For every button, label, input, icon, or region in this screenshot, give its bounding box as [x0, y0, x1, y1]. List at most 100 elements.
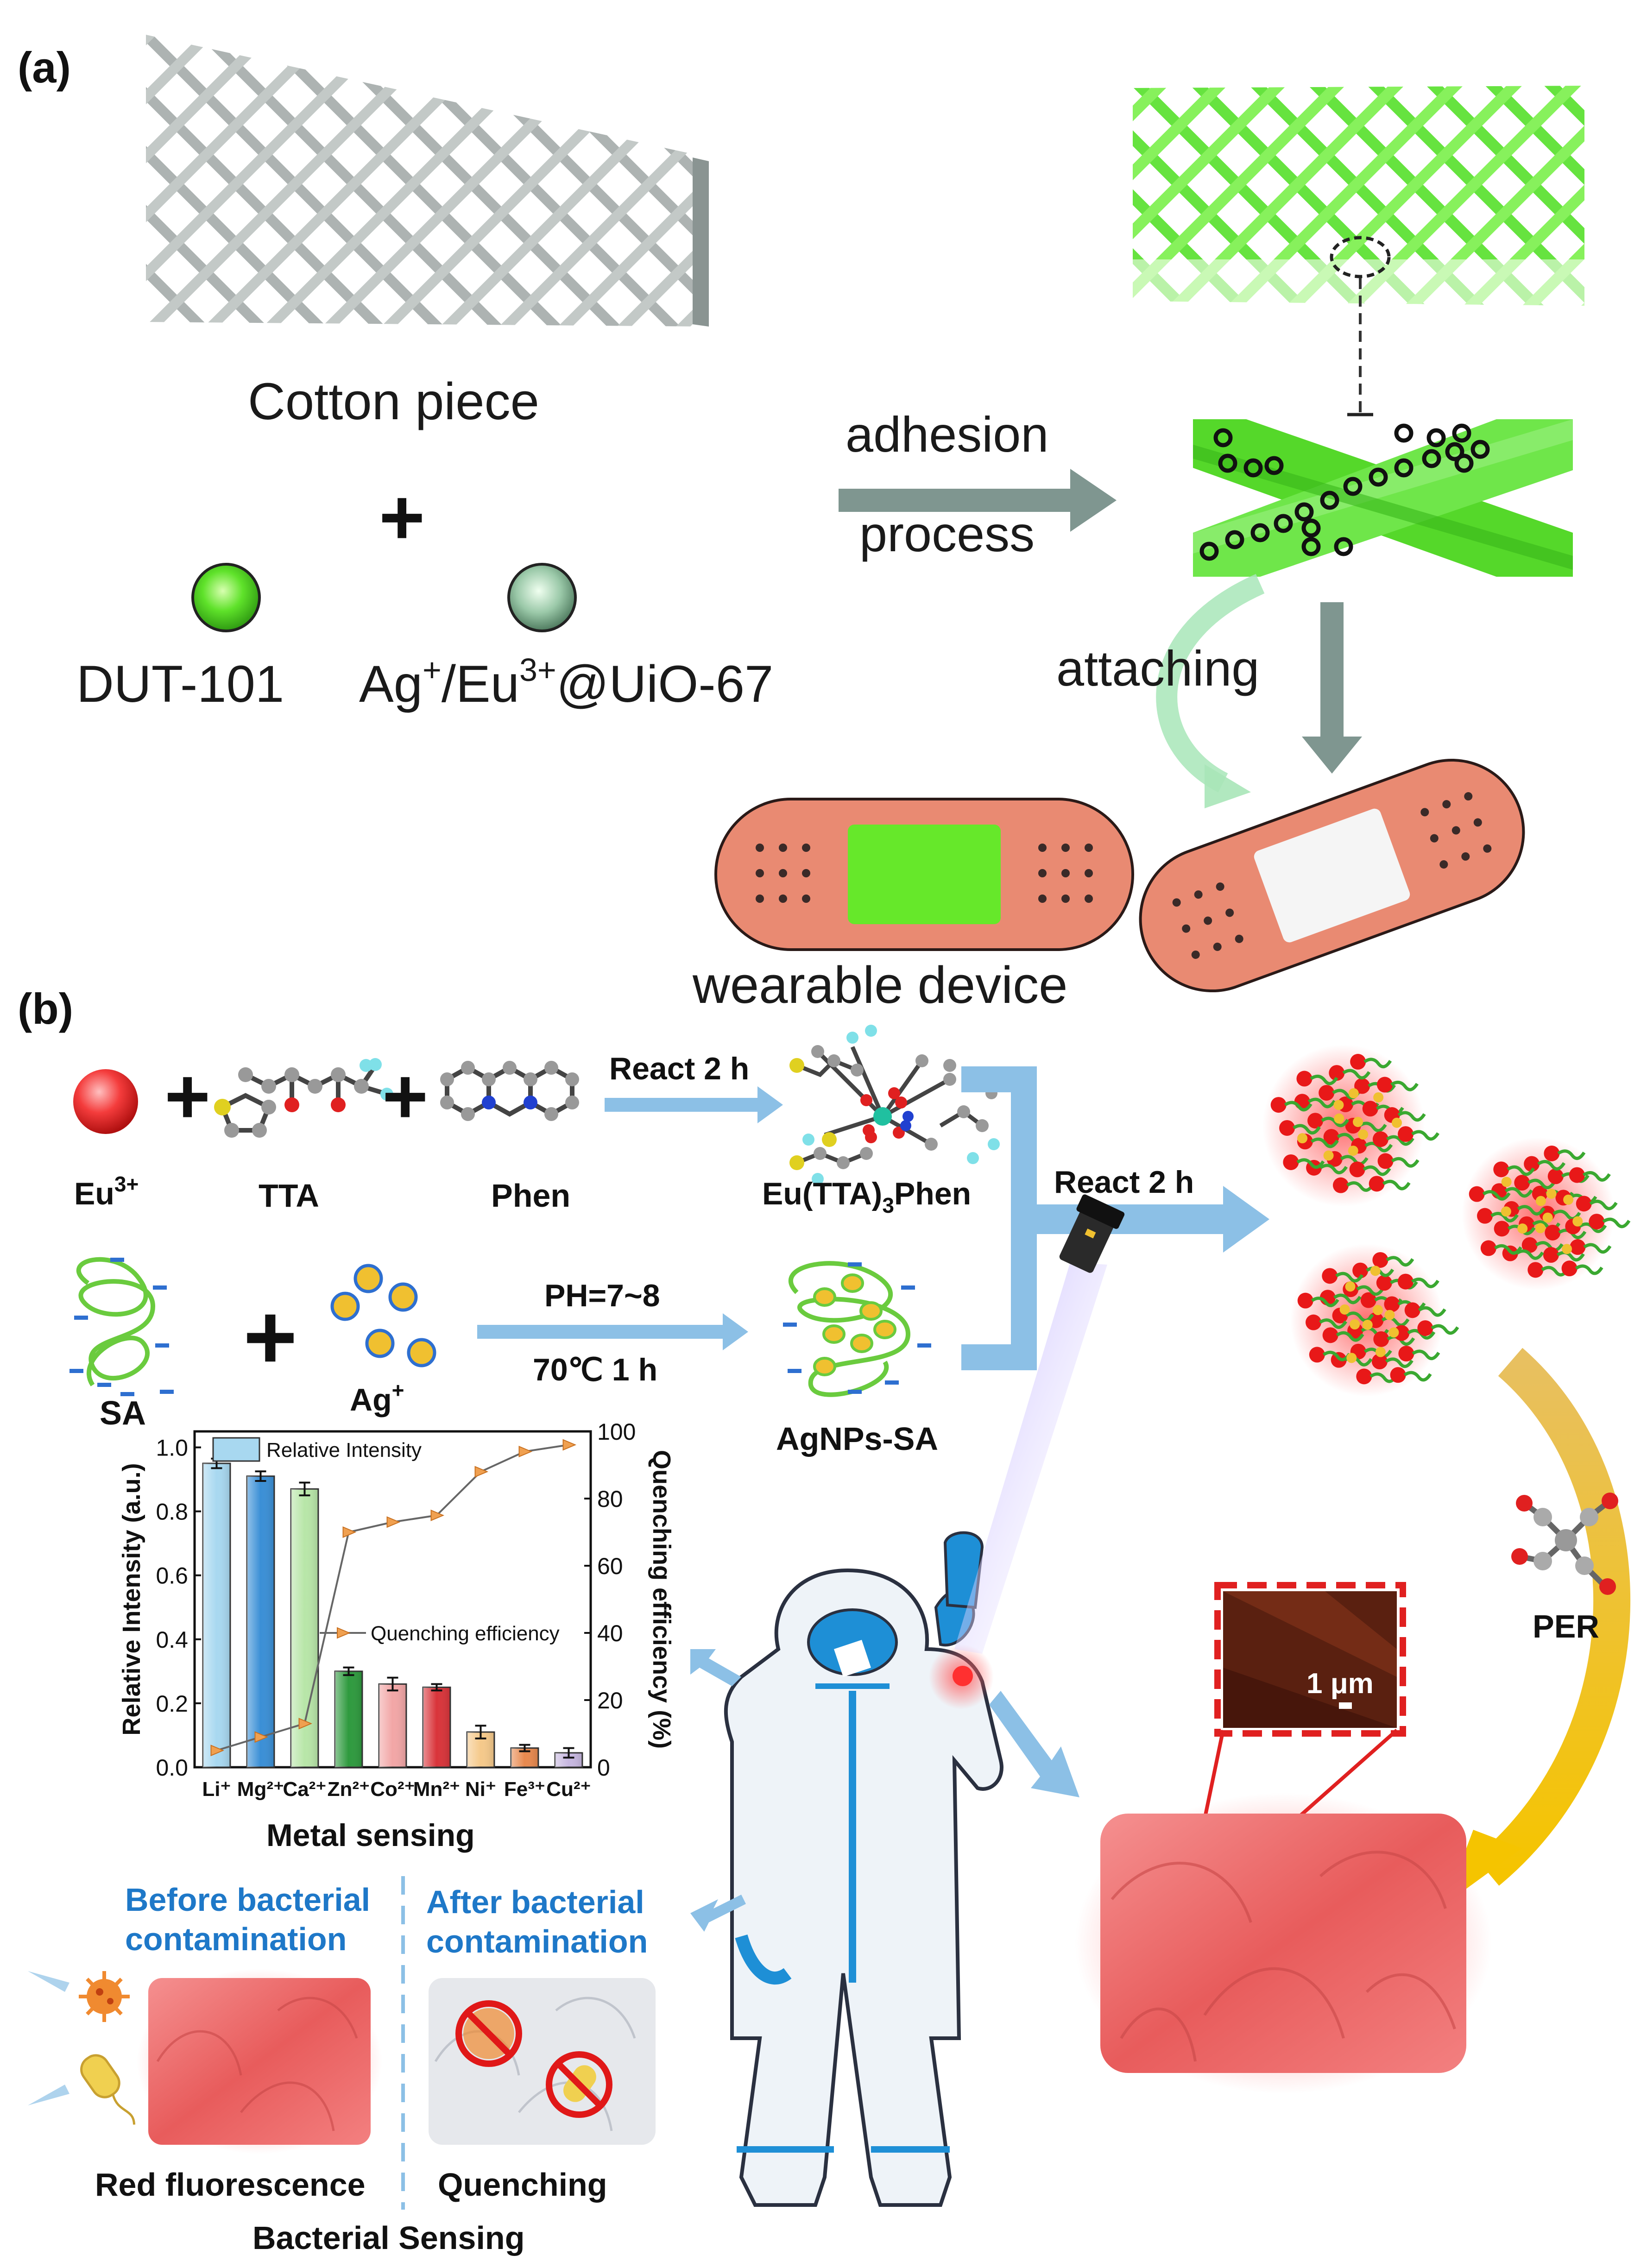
- eu-complex-dot: [1362, 1101, 1378, 1117]
- eu-complex-dot: [1417, 1320, 1433, 1336]
- polymer-chain: [1346, 1181, 1375, 1192]
- merge-bracket: [961, 1066, 1037, 1370]
- zoom-circle: [1330, 236, 1391, 278]
- dut101-label: DUT-101: [76, 655, 284, 713]
- scale-bar-label: 1 μm: [1306, 1668, 1374, 1700]
- category-label: Co²⁺: [370, 1778, 415, 1801]
- y2-tick-label: 60: [597, 1553, 623, 1579]
- eu-complex-dot: [1354, 1078, 1370, 1094]
- eu-complex-molecule: [796, 1046, 984, 1165]
- attaching-label: attaching: [1056, 640, 1259, 696]
- y-tick-label: 0.4: [156, 1627, 188, 1653]
- polymer-chain: [1319, 1164, 1348, 1174]
- legend-swatch-intensity: [212, 1437, 260, 1462]
- polymer-chain: [1335, 1272, 1364, 1283]
- polymer-chain: [1319, 1318, 1347, 1329]
- eu-complex-dot: [1480, 1240, 1496, 1256]
- eu-complex-dot: [1306, 1314, 1322, 1330]
- red-fabric-large: [1075, 1793, 1492, 2094]
- quenching-point: [210, 1745, 225, 1757]
- agnps-sa-label: AgNPs-SA: [776, 1421, 938, 1457]
- red-fabric-small: [137, 1969, 382, 2154]
- arrow-to-chart: [690, 1649, 741, 1686]
- agnp-dot: [1334, 1113, 1344, 1124]
- polymer-chain: [1310, 1137, 1339, 1148]
- eu-complex-dot: [1384, 1296, 1400, 1312]
- eu-complex-atoms: [789, 1025, 1000, 1185]
- agnp-dot: [1362, 1320, 1373, 1330]
- polymer-chain: [1537, 1160, 1566, 1171]
- polymer-chain: [1340, 1155, 1369, 1166]
- panel-a-label: (a): [18, 43, 71, 92]
- white-fabric-quenched: [429, 1978, 656, 2145]
- category-label: Zn²⁺: [328, 1778, 370, 1801]
- polymer-chain: [1556, 1251, 1585, 1262]
- agnp-dot: [1391, 1117, 1402, 1128]
- eu-complex-dot: [1398, 1126, 1414, 1142]
- eu-complex-dot: [1493, 1161, 1509, 1178]
- polymer-chain: [1527, 1178, 1556, 1190]
- polymer-chain: [1504, 1187, 1533, 1198]
- eu-complex-dot: [1397, 1273, 1414, 1290]
- eu-complex-dot: [1296, 1071, 1313, 1087]
- plus-sign: +: [379, 473, 425, 561]
- eu-complex-dot: [1350, 1054, 1366, 1070]
- bacterial-sensing-label: Bacterial Sensing: [252, 2220, 524, 2256]
- polymer-chain: [1412, 1349, 1440, 1361]
- eu-complex-dot: [1514, 1175, 1530, 1191]
- no-bacterium-icon: [546, 2051, 612, 2118]
- agnp-dot: [1348, 1146, 1358, 1156]
- eu-complex-dot: [1477, 1208, 1493, 1224]
- adhesion-arrow: [839, 469, 1117, 532]
- eu-complex-dot: [1373, 1331, 1389, 1347]
- eu-complex-dot: [1376, 1275, 1392, 1291]
- polymer-chain: [1363, 1165, 1391, 1176]
- polymer-chain: [1482, 1190, 1511, 1201]
- flashlight-beam: [954, 1262, 1107, 1654]
- agnp-dot: [1375, 1347, 1386, 1357]
- bar-shade: [247, 1476, 274, 1767]
- polymer-chain: [1391, 1157, 1420, 1168]
- y-tick-label: 0.8: [156, 1499, 188, 1525]
- polymer-chain: [1310, 1074, 1338, 1085]
- eu-complex-dot: [1570, 1239, 1586, 1255]
- polymer-chain: [1293, 1124, 1321, 1135]
- plus-3: +: [243, 1285, 297, 1389]
- agnp-dot: [1370, 1266, 1381, 1276]
- quenching-point: [518, 1445, 533, 1458]
- agnp-dot: [1297, 1133, 1308, 1144]
- agnp-dot: [1535, 1223, 1546, 1234]
- adhesion-label: adhesion: [846, 406, 1048, 462]
- eu-complex-dot: [1390, 1367, 1406, 1383]
- agnp-dot: [1563, 1194, 1574, 1205]
- category-label: Mn²⁺: [413, 1778, 460, 1801]
- process-label: process: [859, 506, 1035, 562]
- y-axis-label: Relative Intensity (a.u.): [118, 1463, 145, 1735]
- eu3-label: Eu3+: [74, 1172, 139, 1211]
- scale-bar: [1339, 1702, 1352, 1709]
- quenching-label: Quenching: [438, 2167, 607, 2203]
- eu-complex-dot: [1394, 1325, 1410, 1341]
- agnp-dot: [1572, 1216, 1583, 1227]
- y2-tick-label: 100: [597, 1419, 636, 1445]
- eu-complex-dot: [1371, 1354, 1388, 1370]
- polymer-chain: [1582, 1171, 1611, 1182]
- eu-complex-dot: [1377, 1153, 1394, 1169]
- eu-complex-dot: [1494, 1221, 1510, 1237]
- eu-complex-dot: [1322, 1327, 1338, 1343]
- eu-complex-dot: [1352, 1262, 1369, 1279]
- polymer-chain: [1364, 1141, 1393, 1153]
- polymer-chain: [1490, 1212, 1519, 1222]
- eu-complex-dot: [1283, 1154, 1299, 1170]
- react-arrow-1: [605, 1086, 783, 1123]
- eu-complex-dot: [1309, 1347, 1325, 1363]
- eu-complex-dot: [1322, 1268, 1338, 1284]
- y2-tick-label: 40: [597, 1620, 623, 1646]
- quenching-point: [342, 1526, 357, 1538]
- eu-complex-dot: [1319, 1085, 1335, 1101]
- arrow-to-fabric: [989, 1691, 1079, 1797]
- cotton-mesh-green: [1133, 86, 1584, 306]
- tta-label: TTA: [259, 1178, 319, 1214]
- category-label: Ni⁺: [465, 1778, 496, 1801]
- polymer-chain: [1345, 1311, 1374, 1322]
